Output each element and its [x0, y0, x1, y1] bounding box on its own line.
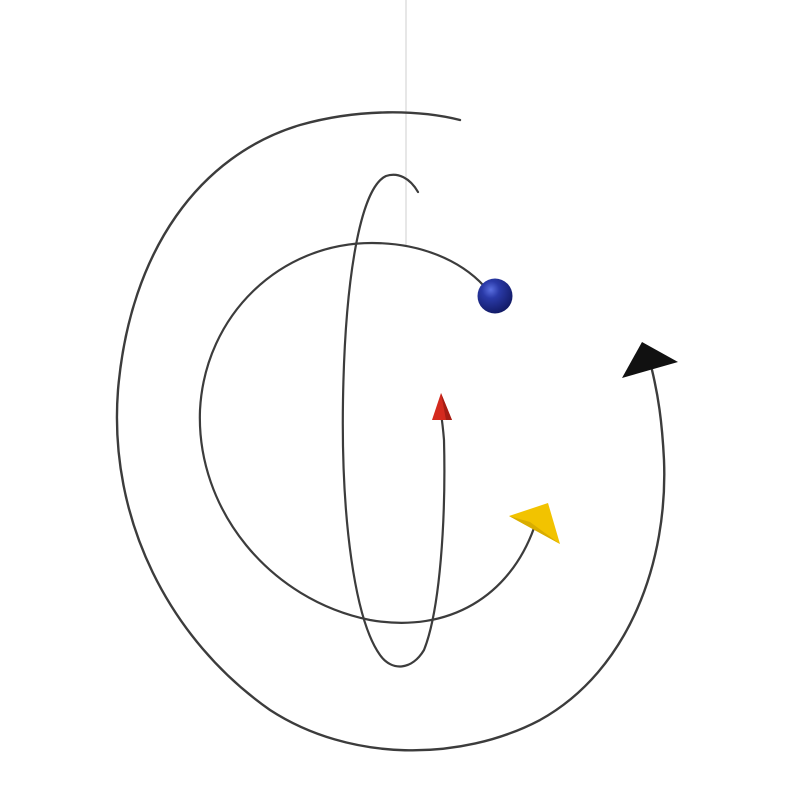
red-triangle-shade [441, 393, 452, 420]
yellow-triangle [509, 503, 560, 544]
outer-spiral-wire [115, 111, 666, 752]
blue-ball [477, 278, 513, 314]
vertical-loop-wire [341, 173, 446, 668]
black-triangle [622, 342, 678, 378]
yellow-triangle-shade [509, 516, 560, 544]
